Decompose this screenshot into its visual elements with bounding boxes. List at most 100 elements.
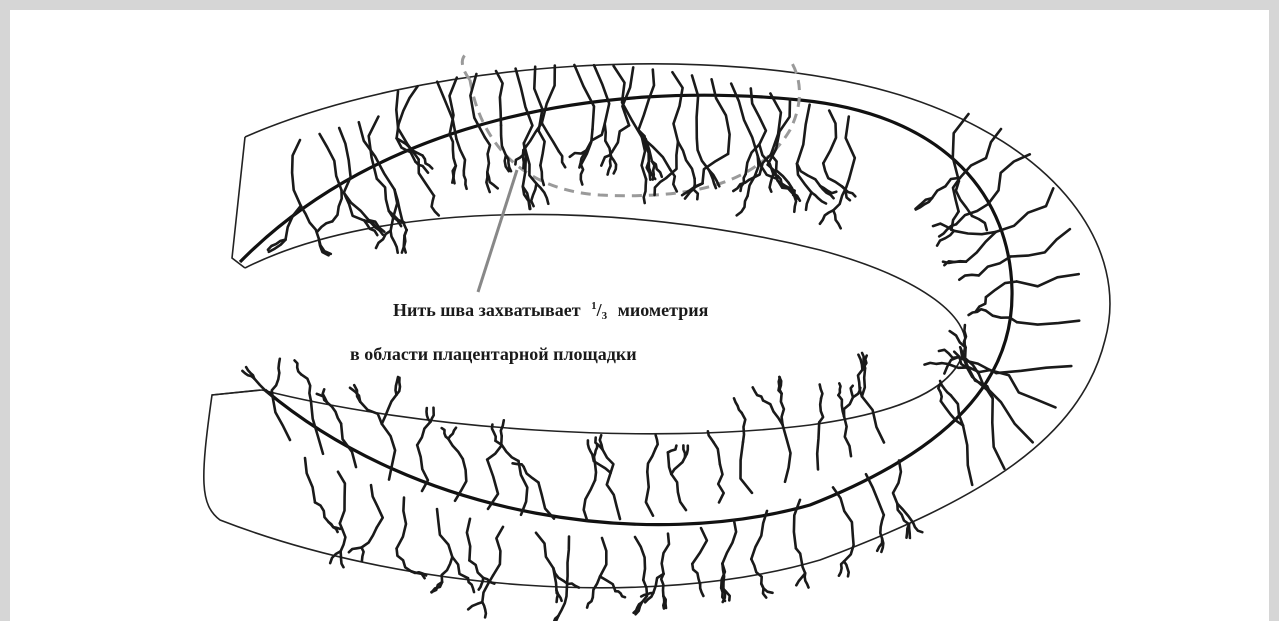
vessel-branch xyxy=(846,117,855,179)
vessel-branch xyxy=(397,498,406,549)
vessel-branch xyxy=(851,386,853,397)
vessel-branch xyxy=(712,79,730,154)
vessel-branch xyxy=(317,221,332,231)
vessel-branch xyxy=(844,397,853,416)
vessel-branch xyxy=(718,464,724,502)
vessel-branch xyxy=(536,533,553,568)
vessel-branch xyxy=(516,69,533,144)
vessel-branch xyxy=(944,261,966,265)
vessel-branch xyxy=(805,573,809,587)
vessel-branch xyxy=(377,179,389,211)
vessel-branch xyxy=(567,537,569,589)
vessel-branch xyxy=(988,154,1030,204)
vessel-branch xyxy=(913,523,922,532)
vessel-branch xyxy=(668,446,677,453)
vessel-branch xyxy=(644,179,646,203)
vessel-branch xyxy=(796,548,805,573)
vessel-branch xyxy=(697,138,709,170)
vessel-branch xyxy=(742,413,746,442)
vessel-branch xyxy=(783,425,791,482)
vessel-branch xyxy=(430,408,433,422)
vessel-branch xyxy=(751,559,761,584)
vessel-branch xyxy=(823,163,842,186)
vessel-branch xyxy=(671,457,685,474)
vessel-branch xyxy=(647,449,655,472)
vessel-branch xyxy=(349,548,362,553)
vessel-branch xyxy=(806,193,812,210)
vessel-branch xyxy=(820,210,833,224)
vessel-branch xyxy=(833,210,840,228)
vessel-branch xyxy=(615,591,625,597)
vessel-branch xyxy=(542,66,555,124)
vessel-branch xyxy=(450,134,456,165)
vessel-branch xyxy=(588,440,592,454)
vessel-branch xyxy=(741,442,753,493)
vessel-branch xyxy=(683,445,685,457)
vessel-branch xyxy=(925,363,949,365)
vessel-branch xyxy=(452,557,468,578)
vessel-branch xyxy=(581,165,583,185)
vessel-branch xyxy=(479,578,484,590)
vessel-branch xyxy=(862,368,865,396)
vessel-branch xyxy=(1011,229,1070,256)
vessel-branch xyxy=(584,480,595,520)
vessel-branch xyxy=(605,124,611,157)
vessel-branch xyxy=(523,150,524,168)
vessel-branch xyxy=(642,580,647,602)
vessel-branch xyxy=(319,239,331,254)
vessel-branch xyxy=(295,360,302,374)
spiral-arteries xyxy=(242,65,1079,621)
vessel-branch xyxy=(812,193,827,204)
vessel-branch xyxy=(320,134,342,190)
vessel-branch xyxy=(593,577,600,598)
vessel-branch xyxy=(1017,274,1079,286)
vessel-branch xyxy=(448,439,463,459)
vessel-branch xyxy=(457,139,466,171)
vessel-branch xyxy=(996,188,1054,232)
vessel-branch xyxy=(844,417,851,457)
label-text-before: Нить шва захватывает xyxy=(393,300,581,320)
vessel-branch xyxy=(646,472,653,516)
suture-dashed-loop-left xyxy=(462,55,470,80)
vessel-branch xyxy=(432,196,439,216)
vessel-branch xyxy=(586,124,604,151)
wall-top-cut xyxy=(232,137,245,268)
vessel-branch xyxy=(737,196,748,216)
vessel-branch xyxy=(763,401,783,425)
one-third-fraction: 1/3 xyxy=(591,300,607,320)
vessel-branch xyxy=(662,534,669,574)
vessel-branch xyxy=(963,425,972,485)
vessel-branch xyxy=(661,574,663,596)
vessel-branch xyxy=(531,184,536,207)
vessel-branch xyxy=(820,385,823,399)
vessel-branch xyxy=(858,355,862,370)
vessel-branch xyxy=(656,435,658,448)
vessel-branch xyxy=(587,597,593,607)
vessel-branch xyxy=(467,519,470,561)
vessel-branch xyxy=(954,231,996,234)
vessel-branch xyxy=(753,387,763,400)
vessel-branch xyxy=(700,584,703,596)
vessel-branch xyxy=(524,467,539,483)
vessel-branch xyxy=(966,232,996,262)
vessel-branch xyxy=(692,564,700,584)
vessel-branch xyxy=(397,549,412,572)
vessel-branch xyxy=(844,561,849,576)
vessel-branch xyxy=(338,472,345,524)
vessel-branch xyxy=(714,442,720,464)
fraction-numerator: 1 xyxy=(591,300,597,312)
vessel-branch xyxy=(959,275,979,280)
vessel-branch xyxy=(600,577,615,592)
vessel-branch xyxy=(292,140,301,206)
vessel-branch xyxy=(301,206,319,239)
vessel-branch xyxy=(1017,321,1079,325)
vessel-branch xyxy=(678,142,695,179)
vessel-branch xyxy=(279,359,280,373)
vessel-branch xyxy=(340,523,346,551)
vessel-branch xyxy=(692,76,698,139)
vessel-branch xyxy=(607,473,620,519)
vessel-branch xyxy=(734,398,742,413)
vessel-branch xyxy=(558,589,567,616)
vessel-branch xyxy=(979,257,1011,276)
vessel-branch xyxy=(600,538,606,577)
